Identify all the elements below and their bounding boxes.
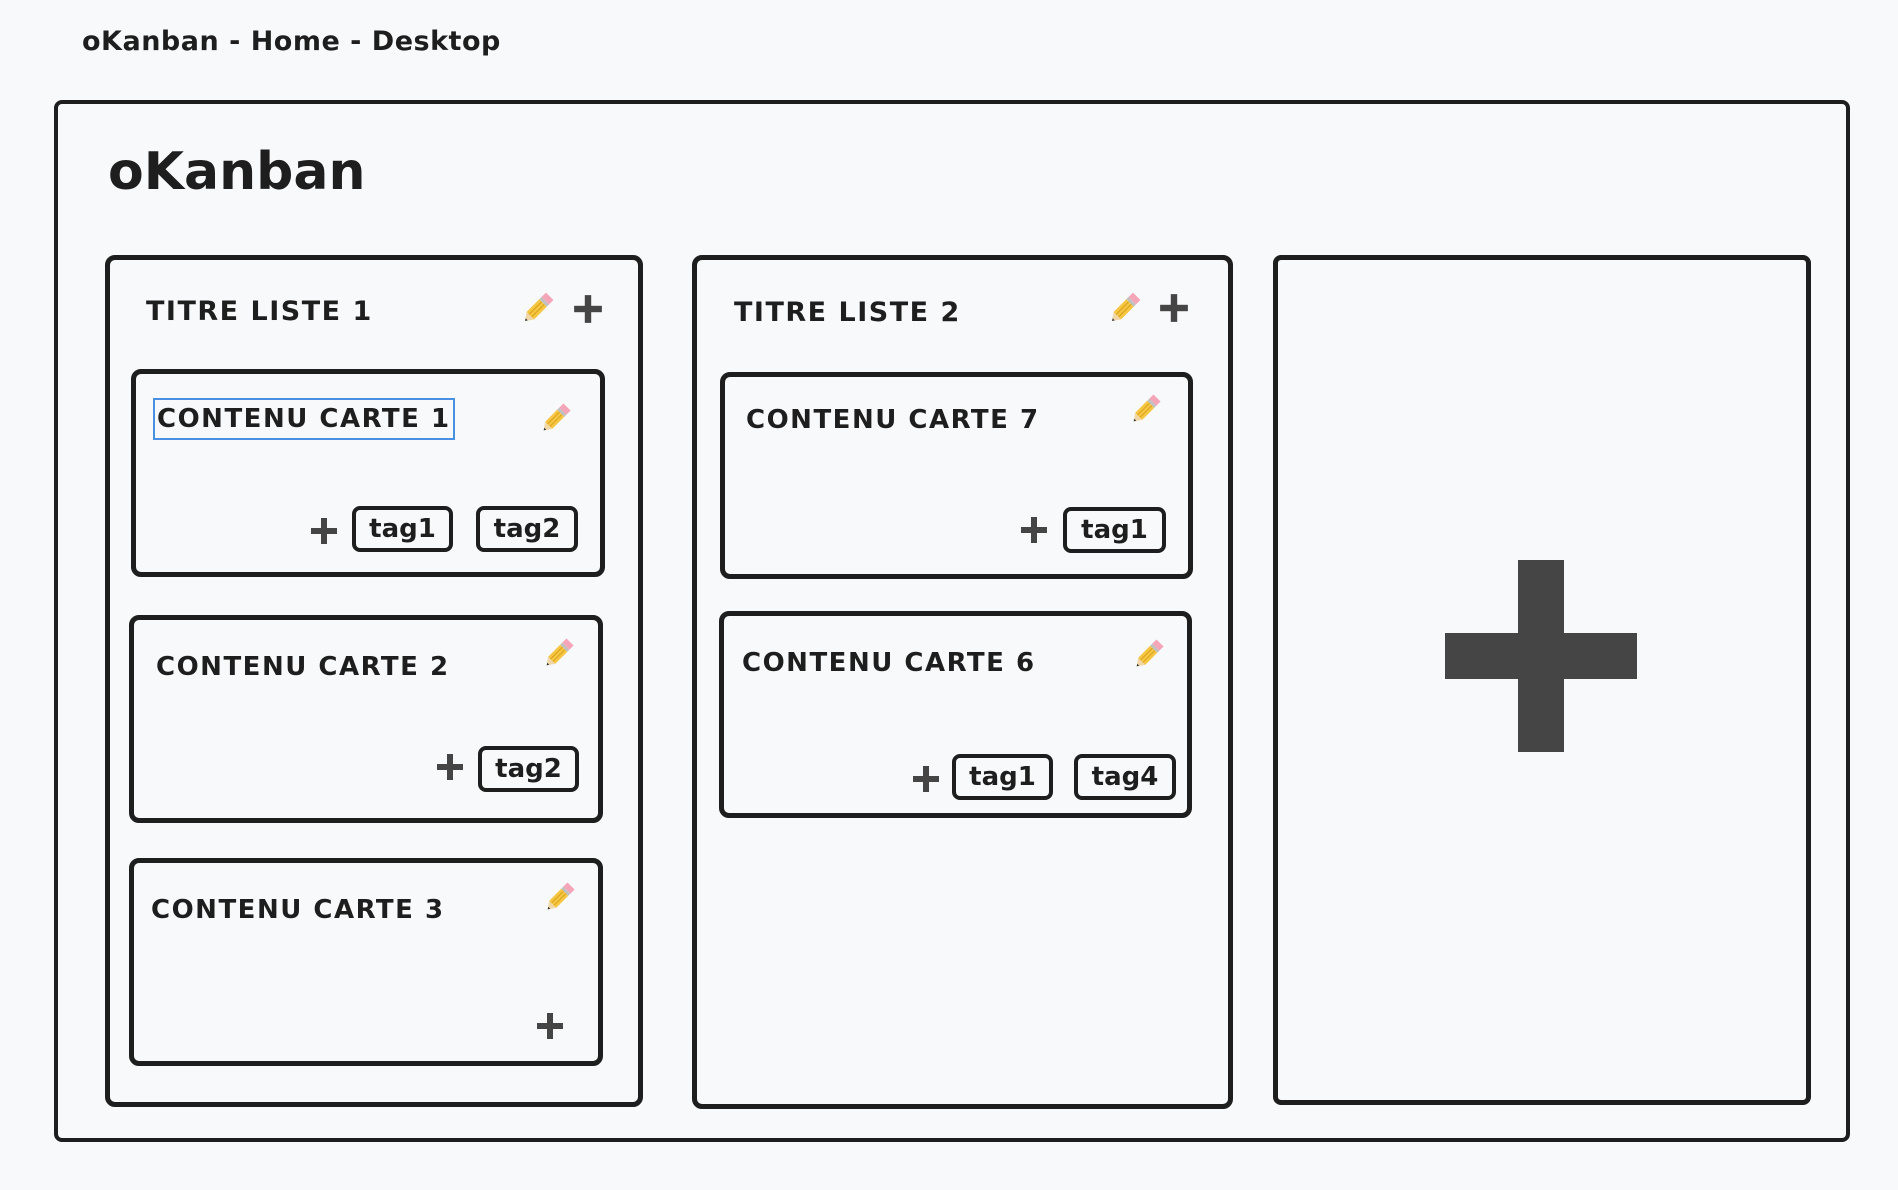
- pencil-icon[interactable]: [1130, 637, 1166, 673]
- pencil-icon[interactable]: [518, 290, 556, 328]
- pencil-icon[interactable]: [540, 636, 576, 672]
- list-title: TITRE LISTE 1: [146, 296, 373, 327]
- card-content: CONTENU CARTE 2: [156, 652, 450, 682]
- tag[interactable]: tag1: [352, 506, 453, 552]
- plus-icon[interactable]: [572, 293, 604, 325]
- plus-icon[interactable]: [911, 764, 941, 794]
- card-content[interactable]: CONTENU CARTE 1: [153, 398, 455, 440]
- desktop-frame: [54, 100, 1850, 1142]
- list-2: [692, 255, 1233, 1109]
- tag[interactable]: tag1: [952, 754, 1053, 800]
- card-content: CONTENU CARTE 7: [746, 405, 1040, 435]
- tag[interactable]: tag2: [478, 746, 579, 792]
- plus-icon[interactable]: [535, 1011, 565, 1041]
- list-title: TITRE LISTE 2: [734, 297, 961, 328]
- plus-icon[interactable]: [309, 516, 339, 546]
- pencil-icon[interactable]: [1127, 392, 1163, 428]
- card-content: CONTENU CARTE 3: [151, 895, 445, 925]
- pencil-icon[interactable]: [1105, 290, 1143, 328]
- list-1: [105, 255, 643, 1107]
- large-plus-icon: [1445, 560, 1637, 752]
- plus-icon[interactable]: [435, 752, 465, 782]
- card-content: CONTENU CARTE 6: [742, 648, 1036, 678]
- window-title: oKanban - Home - Desktop: [82, 26, 501, 57]
- add-list-button[interactable]: [1273, 255, 1811, 1105]
- pencil-icon[interactable]: [541, 880, 577, 916]
- card[interactable]: [129, 858, 603, 1066]
- tag[interactable]: tag4: [1074, 754, 1176, 800]
- plus-icon[interactable]: [1158, 292, 1190, 324]
- plus-icon[interactable]: [1019, 515, 1049, 545]
- tag[interactable]: tag2: [476, 506, 578, 552]
- tag[interactable]: tag1: [1063, 507, 1166, 553]
- app-title: oKanban: [108, 142, 366, 202]
- pencil-icon[interactable]: [537, 401, 573, 437]
